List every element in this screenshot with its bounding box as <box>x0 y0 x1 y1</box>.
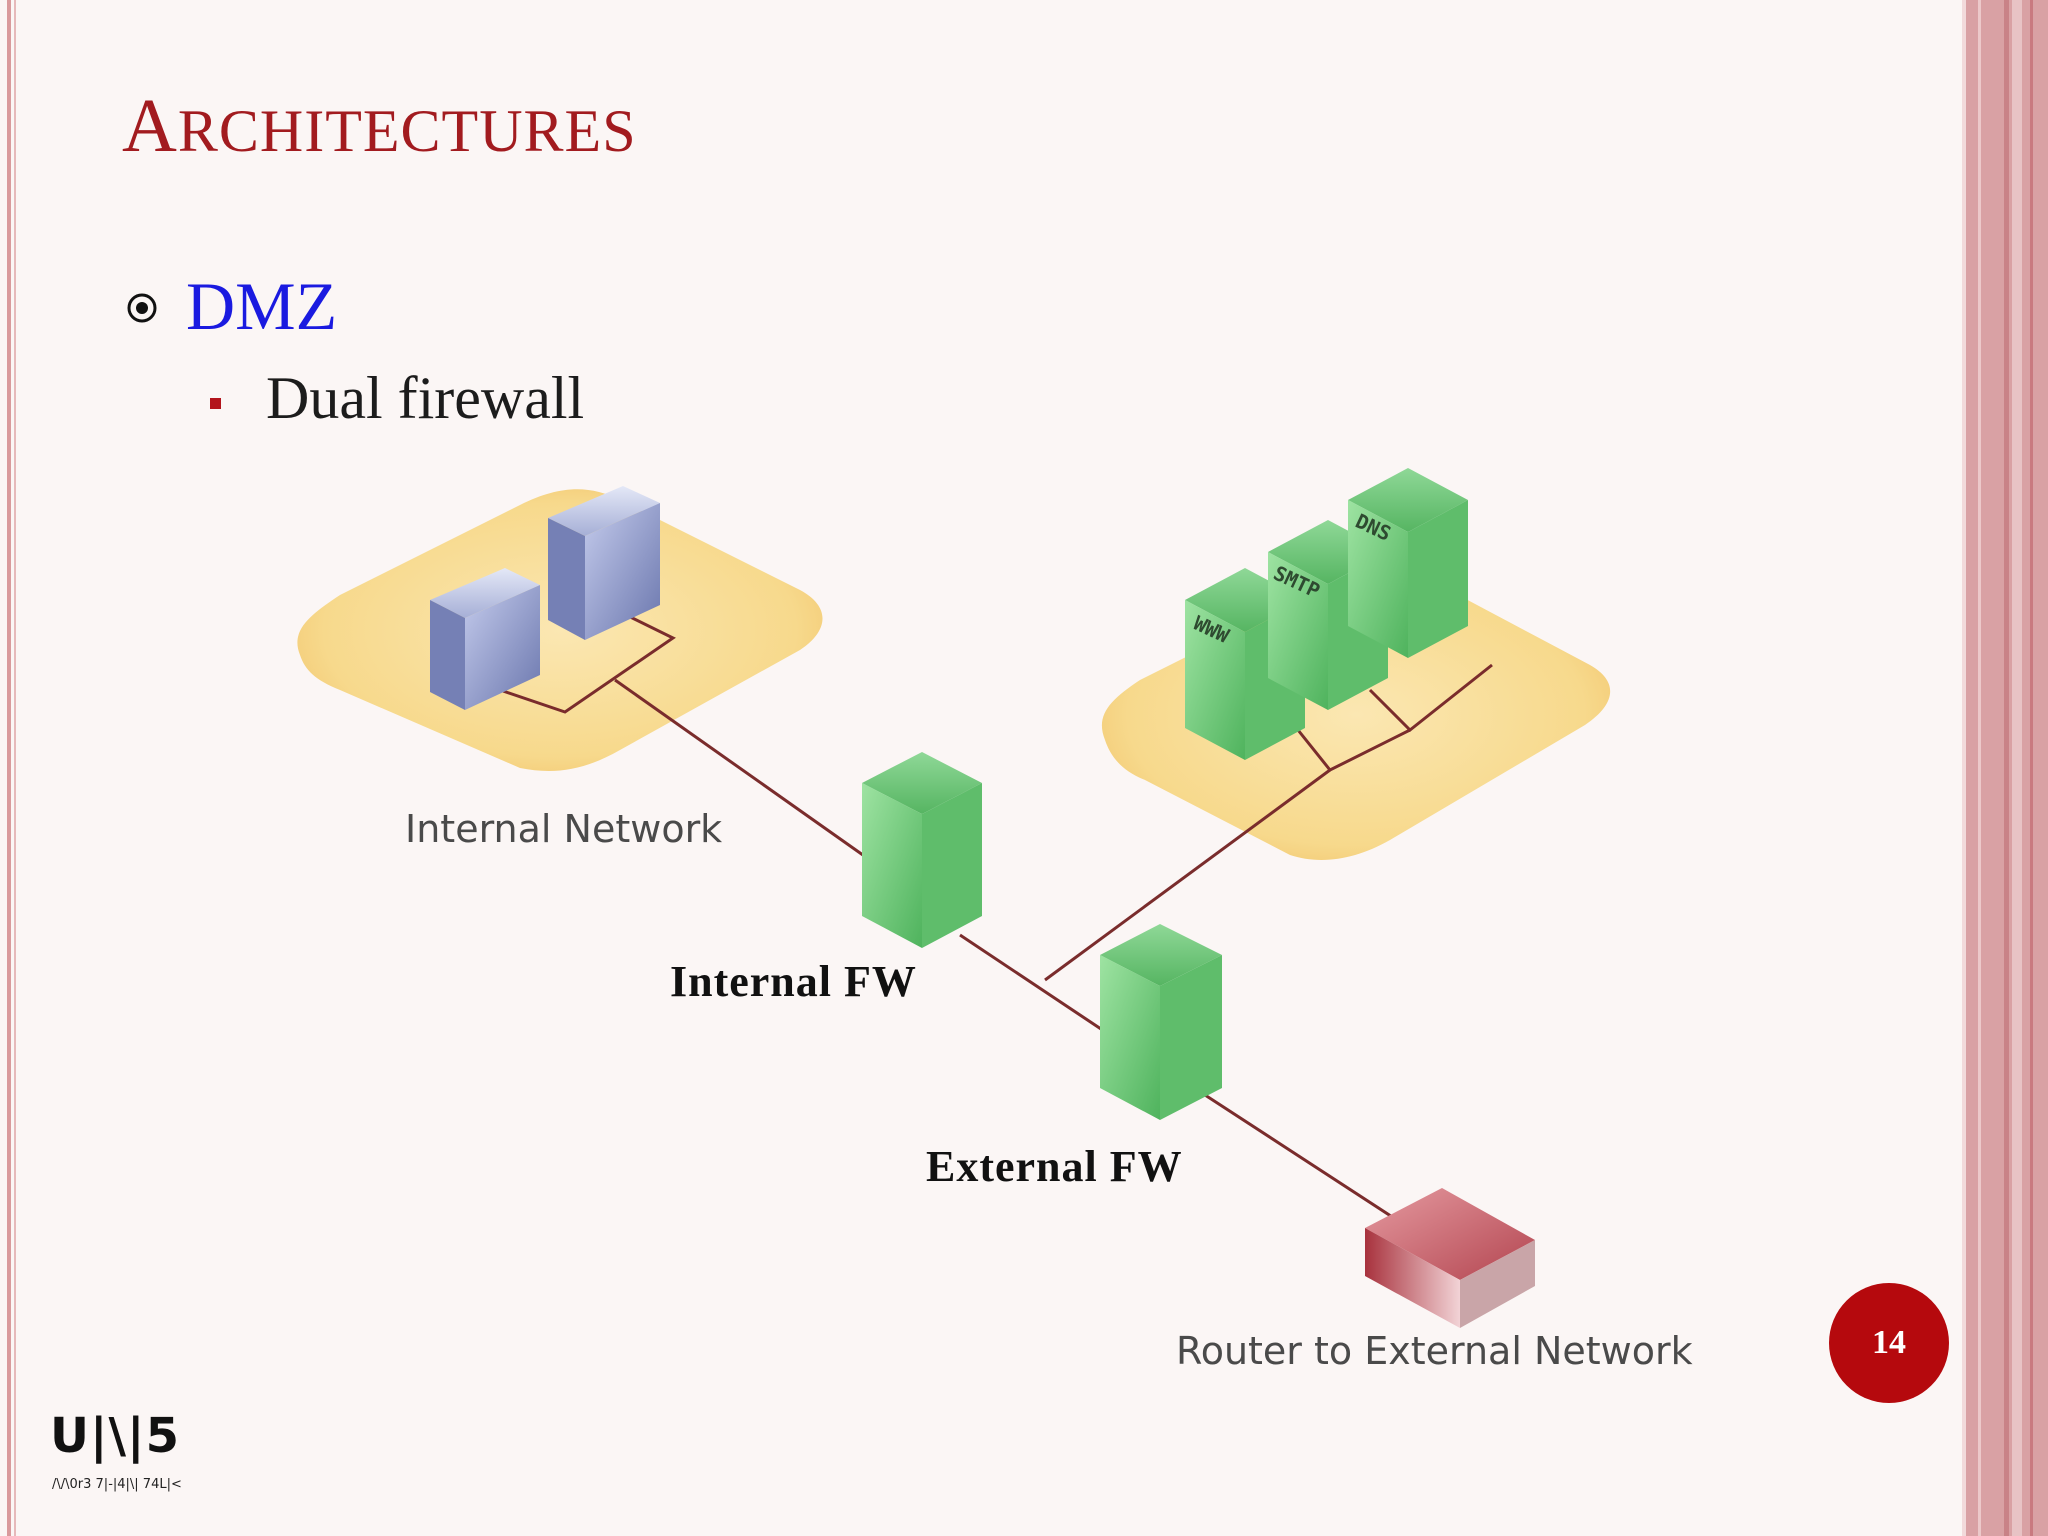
right-band-stripe <box>2030 0 2033 1536</box>
network-links <box>499 604 1493 1237</box>
right-band-stripe <box>1962 0 1966 1536</box>
external-fw-label: External FW <box>926 1142 1183 1191</box>
slide-title-rest: RCHITECTURES <box>177 98 637 164</box>
slide-title-initial: A <box>122 84 178 168</box>
router <box>1365 1188 1535 1328</box>
right-band-stripe <box>2004 0 2009 1536</box>
fw-to-dmz-link <box>1044 768 1331 982</box>
internal-fw-label: Internal FW <box>670 957 917 1006</box>
router-label: Router to External Network <box>1176 1329 1693 1373</box>
internal-fw-to-external-fw-link <box>959 933 1126 1047</box>
internal-server-1 <box>430 568 540 710</box>
internal-lan-link <box>499 604 676 714</box>
circle-bullet-icon <box>127 293 157 323</box>
right-band-stripe <box>1978 0 1981 1536</box>
internal-network-label: Internal Network <box>405 807 723 851</box>
logo-tagline: /\/\0r3 7|-|4|\| 74L|< <box>52 1477 182 1492</box>
dmz-lan-link-b <box>1368 663 1493 733</box>
bullet-dmz: DMZ <box>186 268 338 344</box>
bullet-dual-firewall: Dual firewall <box>266 365 585 431</box>
page-number-badge: 14 <box>1829 1283 1949 1403</box>
dns-server <box>1348 468 1468 658</box>
left-border-line <box>7 0 11 1536</box>
dmz-lan-link-a <box>1288 719 1411 772</box>
internal-network-zone <box>297 489 823 771</box>
external-fw-to-router-link <box>1204 1093 1421 1237</box>
left-border-line-thin <box>14 0 16 1536</box>
external-firewall <box>1100 924 1222 1120</box>
right-band-stripe <box>2012 0 2022 1536</box>
internal-to-fw-link <box>614 678 871 862</box>
logo-text: U|\|5 <box>50 1408 180 1464</box>
slide-title: ARCHITECTURES <box>122 88 637 164</box>
internal-firewall <box>862 752 982 948</box>
square-bullet-icon <box>210 398 221 409</box>
internal-server-2 <box>548 486 660 640</box>
